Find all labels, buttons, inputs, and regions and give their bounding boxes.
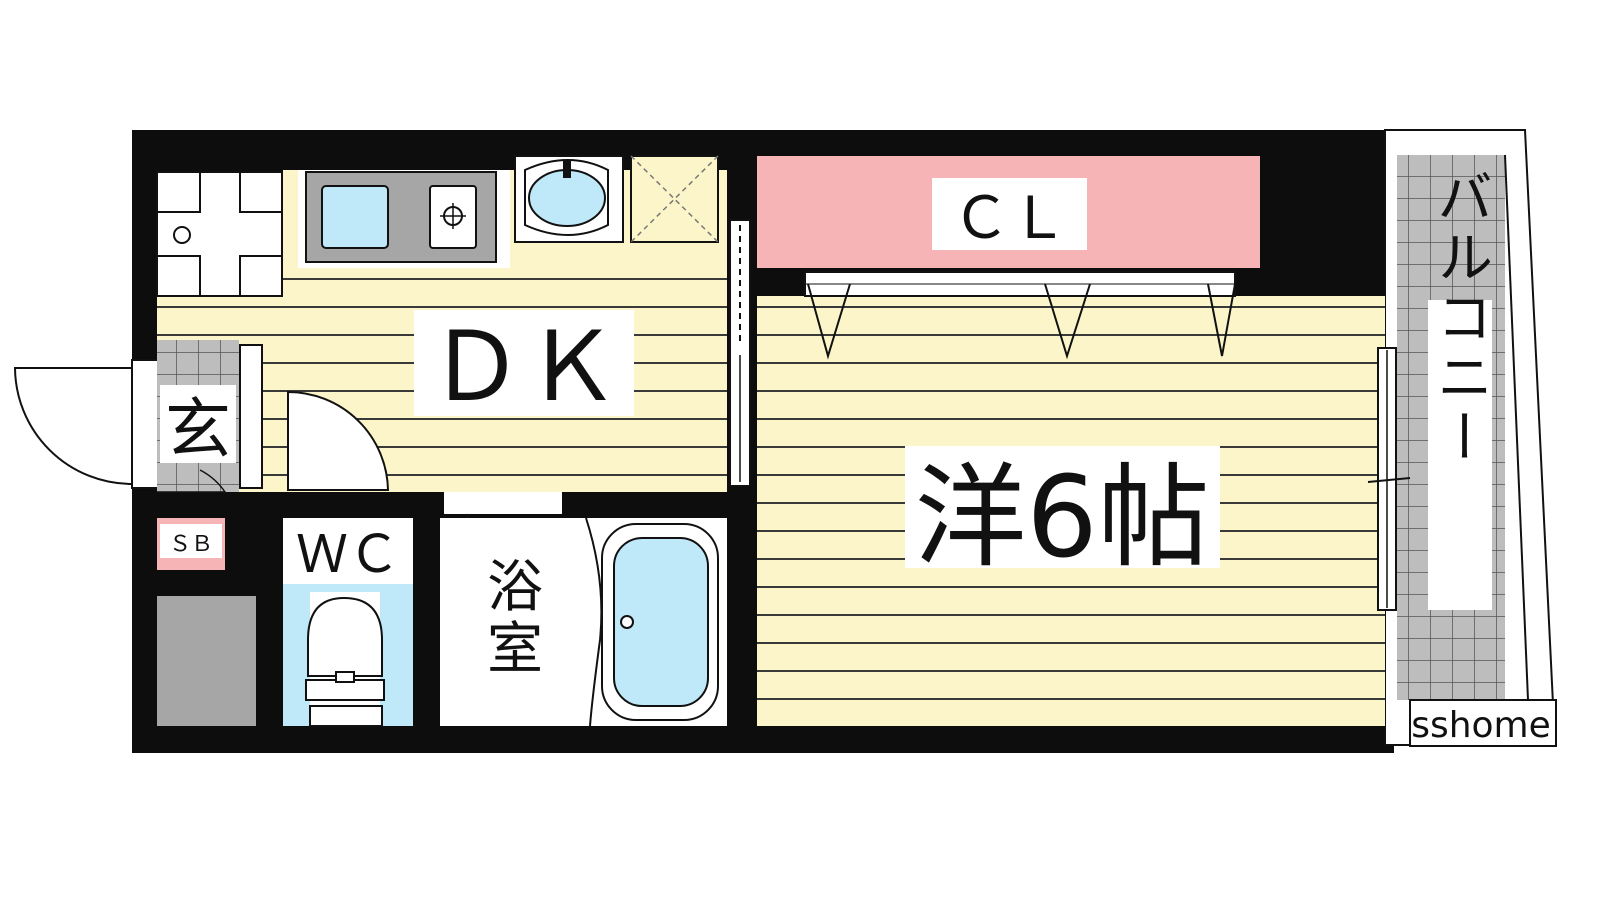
closet-label: ＣＬ — [952, 184, 1068, 252]
closet: ＣＬ — [757, 156, 1260, 360]
refrigerator — [156, 171, 283, 297]
bathroom: 浴 室 — [440, 517, 727, 727]
shoe-box-label: ＳＢ — [169, 532, 213, 557]
toilet-label: ＷＣ — [296, 525, 400, 585]
washer-space — [630, 155, 719, 243]
balcony: バルコニー sshome — [1384, 129, 1557, 747]
washbasin — [514, 155, 624, 243]
toilet-door — [287, 390, 390, 491]
storage — [157, 596, 256, 726]
shoe-box: ＳＢ — [157, 518, 225, 570]
toilet-room: ＷＣ — [283, 518, 413, 727]
sliding-door — [729, 219, 751, 487]
bath-label-line1: 浴 — [487, 555, 543, 620]
entrance-door — [13, 359, 159, 489]
credit-text: sshome — [1411, 705, 1551, 746]
bathtub-icon — [601, 523, 719, 721]
entrance: 玄 — [157, 340, 263, 493]
bath-label-line2: 室 — [487, 617, 543, 682]
toilet-icon — [305, 592, 385, 727]
balcony-label: バルコニー — [1428, 168, 1493, 468]
balcony-window — [1367, 347, 1411, 611]
dk-label: ＤＫ — [428, 311, 620, 423]
entrance-label: 玄 — [165, 391, 231, 468]
western-room-label: 洋6帖 — [914, 453, 1209, 583]
kitchen-counter — [298, 170, 510, 268]
